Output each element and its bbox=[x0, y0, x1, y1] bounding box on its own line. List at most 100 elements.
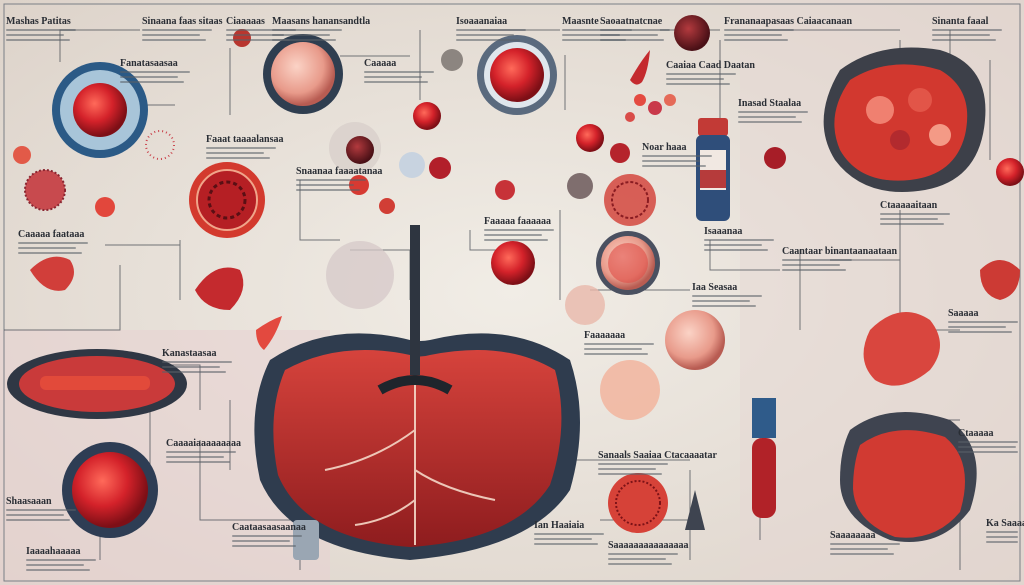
diagram-label: Caaiaa Caad Daatan bbox=[666, 60, 755, 71]
label-caption-lines bbox=[534, 533, 604, 548]
diagram-label: Shaasaaan bbox=[6, 496, 52, 507]
central-liver bbox=[254, 333, 580, 560]
bubble-translucent-2 bbox=[326, 241, 394, 309]
cell-small-2 bbox=[95, 197, 115, 217]
cell-red-5 bbox=[495, 180, 515, 200]
red-sphere-mid bbox=[491, 241, 535, 285]
lens-organ-top-left bbox=[52, 62, 148, 158]
organ-top-right bbox=[823, 47, 986, 192]
diagram-label: Ka Saaaaa bbox=[986, 518, 1024, 529]
label-caption-lines bbox=[562, 29, 632, 44]
label-caption-lines bbox=[600, 29, 670, 44]
diagram-label: Faaaaaaa bbox=[584, 330, 626, 341]
cell-sm-f bbox=[610, 143, 630, 163]
label-caption-lines bbox=[782, 259, 852, 274]
cell-red-4 bbox=[379, 198, 395, 214]
label-caption-lines bbox=[948, 321, 1018, 336]
diagram-label: Caaaaiaaaaaaaaa bbox=[166, 438, 241, 449]
pink-lens-mid bbox=[596, 231, 660, 295]
diagram-label: Isoaaanaiaa bbox=[456, 16, 508, 27]
cell-sm-c bbox=[664, 94, 676, 106]
label-caption-lines bbox=[18, 242, 88, 257]
diagram-label: Ciaaaaas bbox=[226, 16, 265, 27]
diagram-label: Faaat taaaalansaa bbox=[206, 134, 284, 145]
label-caption-lines bbox=[296, 179, 366, 194]
cell-sm-e bbox=[576, 124, 604, 152]
cell-red-dark-1 bbox=[346, 136, 374, 164]
cell-right-edge bbox=[996, 158, 1024, 186]
coral-cluster-1 bbox=[604, 174, 656, 226]
cell-dark-2 bbox=[764, 147, 786, 169]
cell-fiber-1 bbox=[145, 130, 175, 160]
cell-dark-top bbox=[674, 15, 710, 51]
diagram-label: Ian Haaiaia bbox=[534, 520, 585, 531]
label-caption-lines bbox=[456, 29, 526, 44]
spike-dark bbox=[685, 490, 705, 530]
label-caption-lines bbox=[6, 509, 76, 524]
diagram-label: Saaaaa bbox=[948, 308, 979, 319]
diagram-label: Isaaanaa bbox=[704, 226, 743, 237]
red-lens-top-center bbox=[477, 35, 557, 115]
label-caption-lines bbox=[692, 295, 762, 310]
droplet-red bbox=[630, 50, 650, 85]
cell-cross-section bbox=[189, 162, 265, 238]
cell-small-1 bbox=[13, 146, 31, 164]
diagram-label: Caaaaa bbox=[364, 58, 397, 69]
diagram-label: Mashas Patitas bbox=[6, 16, 71, 27]
elongated-organ-left bbox=[7, 349, 187, 419]
diagram-label: Inasad Staalaa bbox=[738, 98, 802, 109]
diagram-label: Snaanaa faaaatanaa bbox=[296, 166, 383, 177]
label-caption-lines bbox=[226, 29, 296, 44]
label-caption-lines bbox=[880, 213, 950, 228]
diagram-label: Fanatasaasaa bbox=[120, 58, 178, 69]
label-caption-lines bbox=[704, 239, 774, 254]
cell-grey-1 bbox=[441, 49, 463, 71]
label-caption-lines bbox=[232, 535, 302, 550]
label-caption-lines bbox=[666, 73, 736, 88]
central-tube bbox=[410, 225, 420, 375]
coral-blob-mid bbox=[600, 360, 660, 420]
label-caption-lines bbox=[608, 553, 678, 568]
cell-pink-mid bbox=[665, 310, 725, 370]
diagram-label: Iaaaahaaaaa bbox=[26, 546, 81, 557]
cell-red-mid-1 bbox=[413, 102, 441, 130]
diagram-label: Maasans hanansandtla bbox=[272, 16, 371, 27]
label-caption-lines bbox=[364, 71, 434, 86]
cell-tiny-1 bbox=[233, 29, 251, 47]
diagram-label: Caaaaa faataaa bbox=[18, 229, 85, 240]
diagram-label: Ctaaaaaitaan bbox=[880, 200, 938, 211]
label-caption-lines bbox=[484, 229, 554, 244]
diagram-label: Noar haaa bbox=[642, 142, 687, 153]
canister bbox=[293, 520, 319, 560]
cell-grey-2 bbox=[399, 152, 425, 178]
red-cell-bottom-mid bbox=[608, 473, 668, 533]
kidney-organ-bottom-right bbox=[840, 412, 977, 542]
diagram-label: Sinanta faaal bbox=[932, 16, 989, 27]
label-caption-lines bbox=[986, 531, 1018, 546]
diagram-label: Sinaana faas sitaas bbox=[142, 16, 223, 27]
diagram-label: Saaaaaaaa bbox=[830, 530, 876, 541]
diagram-label: Caantaar binantaanaataan bbox=[782, 246, 898, 257]
label-caption-lines bbox=[6, 29, 76, 44]
label-caption-lines bbox=[738, 111, 808, 126]
virus-cell-left bbox=[24, 169, 66, 211]
tissue-fragment-left bbox=[30, 256, 74, 291]
cell-grey-3 bbox=[567, 173, 593, 199]
diagram-label: Frananaapasaas Caiaacanaan bbox=[724, 16, 853, 27]
label-caption-lines bbox=[598, 463, 668, 478]
diagram-label: Iaa Seasaa bbox=[692, 282, 738, 293]
label-caption-lines bbox=[642, 155, 712, 170]
label-caption-lines bbox=[958, 441, 1018, 456]
label-caption-lines bbox=[26, 559, 96, 574]
diagram-label: Faaaaa faaaaaa bbox=[484, 216, 551, 227]
red-lens-bottom-left bbox=[62, 442, 158, 538]
diagram-label: Saoaatnatcnae bbox=[600, 16, 663, 27]
label-caption-lines bbox=[584, 343, 654, 358]
test-tube bbox=[752, 398, 776, 518]
label-caption-lines bbox=[142, 29, 212, 44]
label-caption-lines bbox=[162, 361, 232, 376]
tissue-fragment-mid bbox=[195, 267, 244, 310]
label-caption-lines bbox=[724, 29, 794, 44]
diagram-label: Caataasaasaanaa bbox=[232, 522, 306, 533]
